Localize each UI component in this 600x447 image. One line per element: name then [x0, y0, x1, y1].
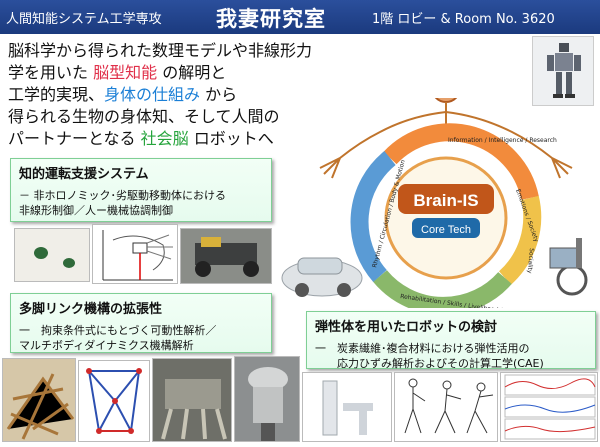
- ring-label-info: Information / Intelligence / Research: [448, 137, 557, 144]
- room-location: 1階 ロビー & Room No. 3620: [372, 12, 555, 27]
- motion-sequence-sketch: [394, 372, 498, 442]
- box-line: 応力ひずみ解析およびその計算工学(CAE): [337, 357, 544, 370]
- driving-support-box: 知的運転支援システム － 非ホロノミック･劣駆動移動体における 非線形制御／人ー…: [10, 158, 272, 222]
- center-subtitle: Core Tech: [421, 224, 471, 236]
- box-title: 知的運転支援システム: [19, 167, 149, 182]
- car-illustration: [281, 257, 363, 297]
- center-title: Brain-IS: [413, 191, 478, 210]
- box-line: マルチボディダイナミクス機構解析: [19, 339, 194, 352]
- stress-analysis-graphs: [500, 372, 598, 442]
- ring-sociality-segment: [498, 195, 542, 285]
- box-line: 非線形制御／人ー機械協調制御: [19, 204, 173, 217]
- ring-rehab-segment: [373, 270, 512, 315]
- multi-leg-link-box: 多脚リンク機構の拡張性 一 拘束条件式にもとづく可動性解析／ マルチボディダイナ…: [10, 293, 272, 353]
- lab-title: 我妻研究室: [216, 7, 326, 31]
- ring-info-segment: [383, 123, 539, 201]
- legged-robot-photo: [152, 358, 232, 442]
- stick-structure-photo: [2, 358, 76, 442]
- intro-text: 脳科学から得られた数理モデルや非線形力 学を用いた 脳型知能 の解明と 工学的実…: [8, 40, 378, 150]
- box-line: 一 拘束条件式にもとづく可動性解析／: [19, 324, 217, 337]
- department-name: 人間知能システム工学専攻: [6, 12, 162, 27]
- keyword-body-mechanism: 身体の仕組み: [104, 85, 201, 104]
- humanoid-robot-photo: [532, 36, 594, 106]
- wheelchair-illustration: [549, 238, 588, 296]
- box-title: 弾性体を用いたロボットの検討: [315, 320, 498, 335]
- exoskeleton-photo: [302, 372, 392, 442]
- keyword-social-brain: 社会脳: [140, 129, 189, 148]
- box-title: 多脚リンク機構の拡張性: [19, 302, 163, 317]
- vehicle-robot-photo: [180, 228, 272, 284]
- gripper-mechanism-photo: [234, 356, 300, 442]
- header-bar: 人間知能システム工学専攻 我妻研究室 1階 ロビー & Room No. 362…: [0, 0, 600, 34]
- link-mechanism-model: [78, 360, 150, 442]
- box-line: － 非ホロノミック･劣駆動移動体における: [19, 189, 226, 202]
- trajectory-diagram: [92, 224, 178, 284]
- research-diagram: Information / Intelligence / Research Em…: [280, 73, 600, 317]
- ring-label-sociality: Sociality: [526, 248, 535, 274]
- brain-is-logo: Brain-IS Core Tech: [398, 184, 494, 238]
- mobile-robot-photo: [14, 228, 90, 282]
- intro-line-1: 脳科学から得られた数理モデルや非線形力: [8, 41, 313, 60]
- intro-line-2: 学を用いた 脳型知能 の解明と: [8, 63, 227, 82]
- box-line: 一 炭素繊維･複合材料における弾性活用の: [315, 342, 530, 355]
- elastic-robot-box: 弾性体を用いたロボットの検討 一 炭素繊維･複合材料における弾性活用の 応力ひず…: [306, 311, 596, 370]
- ring-rhythm-segment: [350, 151, 396, 282]
- keyword-brain-intelligence: 脳型知能: [93, 63, 158, 82]
- intro-line-4: 得られる生物の身体知、そして人間の: [8, 107, 280, 126]
- intro-line-5: パートナーとなる 社会脳 ロボットへ: [8, 129, 274, 148]
- intro-line-3: 工学的実現、身体の仕組み から: [8, 85, 238, 104]
